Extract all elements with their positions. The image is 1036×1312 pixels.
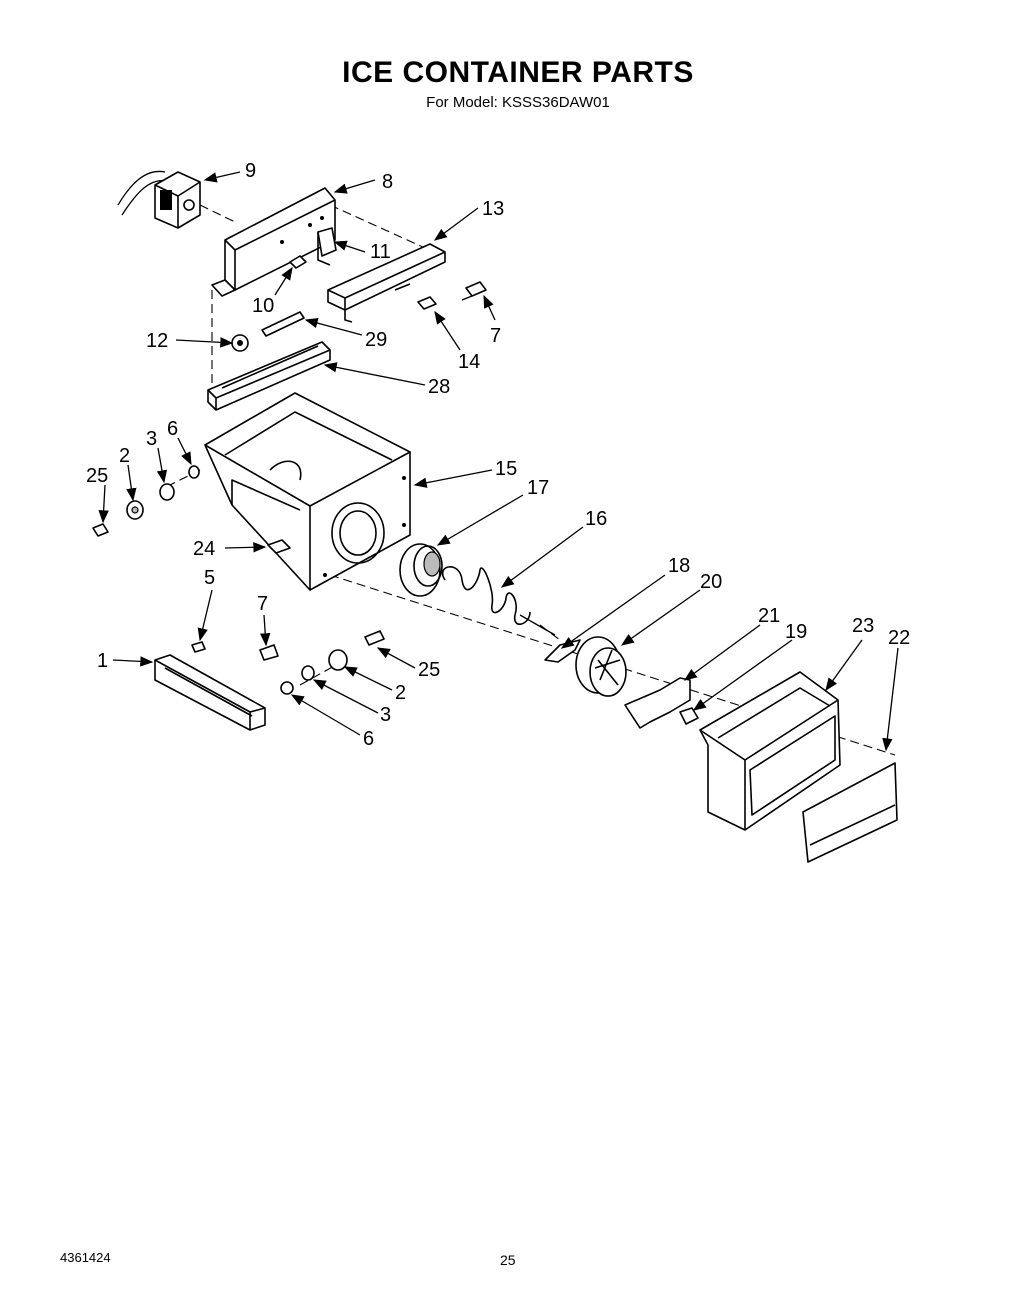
part-16-spring xyxy=(441,566,556,636)
callout-17: 17 xyxy=(527,477,549,499)
callout-7-bottom: 7 xyxy=(257,593,268,615)
callout-18: 18 xyxy=(668,555,690,577)
document-number: 4361424 xyxy=(60,1250,111,1265)
leader-arrows xyxy=(98,171,899,752)
callout-6-left: 6 xyxy=(167,418,178,440)
part-19-nut xyxy=(679,707,699,725)
part-13-rail xyxy=(327,243,446,323)
part-10-screw xyxy=(289,255,307,269)
part-25-bolt-left xyxy=(92,523,109,537)
callout-15: 15 xyxy=(495,458,517,480)
part-20-wheel xyxy=(575,636,627,697)
part-9-motor xyxy=(117,170,201,229)
part-2-bushing-right xyxy=(328,649,348,671)
callout-3-right: 3 xyxy=(380,704,391,726)
callout-labels: 9 8 13 11 10 7 14 12 29 28 3 6 2 25 15 1… xyxy=(86,160,910,750)
part-28-channel xyxy=(207,341,331,411)
part-21-bracket xyxy=(624,677,691,729)
model-subtitle: For Model: KSSS36DAW01 xyxy=(426,94,610,111)
callout-8: 8 xyxy=(382,171,393,193)
callout-25-right: 25 xyxy=(418,659,440,681)
callout-2-right: 2 xyxy=(395,682,406,704)
callout-13: 13 xyxy=(482,198,504,220)
part-6-washer-left xyxy=(188,465,200,479)
part-23-ice-bin xyxy=(699,671,841,831)
part-15-housing xyxy=(204,392,411,591)
part-6-washer-right xyxy=(280,681,294,695)
part-17-bearing xyxy=(399,543,443,597)
part-29-pin xyxy=(261,311,305,337)
callout-10: 10 xyxy=(252,295,274,317)
callout-12: 12 xyxy=(146,330,168,352)
callout-14: 14 xyxy=(458,351,480,373)
part-8-bracket xyxy=(211,187,336,297)
callout-23: 23 xyxy=(852,615,874,637)
part-18-blade xyxy=(544,639,581,663)
callout-16: 16 xyxy=(585,508,607,530)
page-number: 25 xyxy=(500,1252,516,1268)
middle-fasteners xyxy=(280,630,385,695)
callout-5: 5 xyxy=(204,567,215,589)
page-title: ICE CONTAINER PARTS xyxy=(342,56,694,89)
part-12-gear xyxy=(231,334,249,352)
part-3-spacer-left xyxy=(159,483,175,501)
callout-3-left: 3 xyxy=(146,428,157,450)
part-3-spacer-right xyxy=(301,665,315,681)
callout-2-left: 2 xyxy=(119,445,130,467)
callout-7-top: 7 xyxy=(490,325,501,347)
part-7-screw-top xyxy=(461,281,487,301)
left-fasteners xyxy=(92,465,200,537)
callout-28: 28 xyxy=(428,376,450,398)
callout-19: 19 xyxy=(785,621,807,643)
part-22-panel xyxy=(802,762,898,863)
callout-21: 21 xyxy=(758,605,780,627)
callout-11: 11 xyxy=(370,241,391,263)
callout-22: 22 xyxy=(888,627,910,649)
part-24-screw xyxy=(267,539,291,554)
callout-9: 9 xyxy=(245,160,256,182)
part-1-front-rail xyxy=(154,654,266,731)
part-25-bolt-right xyxy=(364,630,385,646)
part-5-screw xyxy=(191,641,206,653)
callout-25-left: 25 xyxy=(86,465,108,487)
callout-20: 20 xyxy=(700,571,722,593)
callout-1: 1 xyxy=(97,650,108,672)
part-11-clip xyxy=(317,227,337,266)
part-7-screw-bottom xyxy=(259,644,279,661)
part-14-screw xyxy=(417,296,437,310)
callout-24: 24 xyxy=(193,538,215,560)
callout-6-right: 6 xyxy=(363,728,374,750)
callout-29: 29 xyxy=(365,329,387,351)
